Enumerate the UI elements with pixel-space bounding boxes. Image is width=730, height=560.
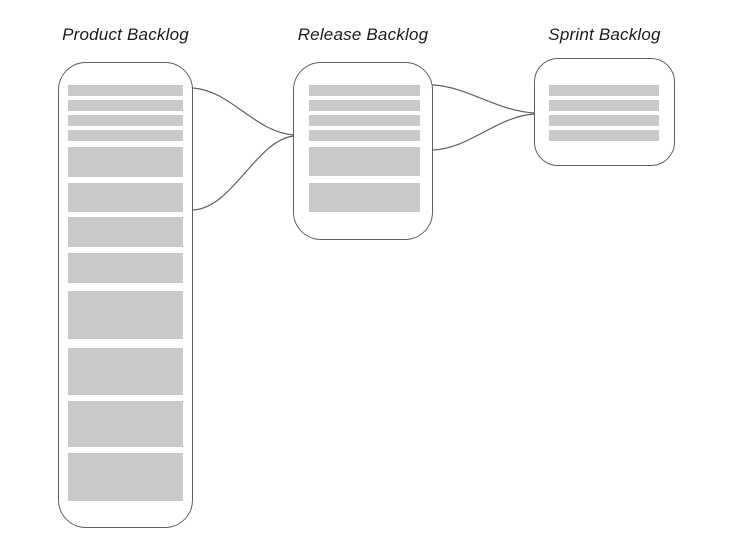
backlog-item-bar — [68, 130, 183, 141]
product-backlog-title: Product Backlog — [62, 25, 189, 44]
backlog-item-bar — [309, 147, 420, 176]
release-backlog-title: Release Backlog — [297, 25, 429, 44]
backlog-item-bar — [549, 100, 659, 111]
backlog-item-bar — [68, 115, 183, 126]
backlog-item-bar — [68, 183, 183, 212]
backlog-item-bar — [68, 453, 183, 501]
connector-release-to-sprint-upper — [432, 84, 536, 114]
backlog-item-bar — [68, 401, 183, 447]
backlog-item-bar — [309, 183, 420, 212]
backlog-item-bar — [68, 291, 183, 339]
connector-product-to-release-lower — [192, 135, 295, 211]
product-backlog-box — [58, 62, 193, 528]
backlog-item-bar — [68, 100, 183, 111]
backlog-item-bar — [549, 130, 659, 141]
backlog-item-bar — [68, 253, 183, 283]
backlog-item-bar — [68, 85, 183, 96]
backlog-item-bar — [68, 217, 183, 247]
backlog-item-bar — [309, 130, 420, 141]
backlog-item-bar — [549, 115, 659, 126]
sprint-backlog-title: Sprint Backlog — [548, 25, 661, 44]
backlog-item-bar — [549, 85, 659, 96]
backlog-item-bar — [309, 100, 420, 111]
sprint-backlog-box — [534, 58, 675, 166]
backlog-item-bar — [309, 85, 420, 96]
backlog-item-bar — [309, 115, 420, 126]
backlog-item-bar — [68, 348, 183, 395]
release-backlog-box — [293, 62, 433, 240]
backlog-item-bar — [68, 147, 183, 177]
connector-release-to-sprint-lower — [432, 113, 536, 151]
connector-product-to-release-upper — [192, 87, 295, 136]
